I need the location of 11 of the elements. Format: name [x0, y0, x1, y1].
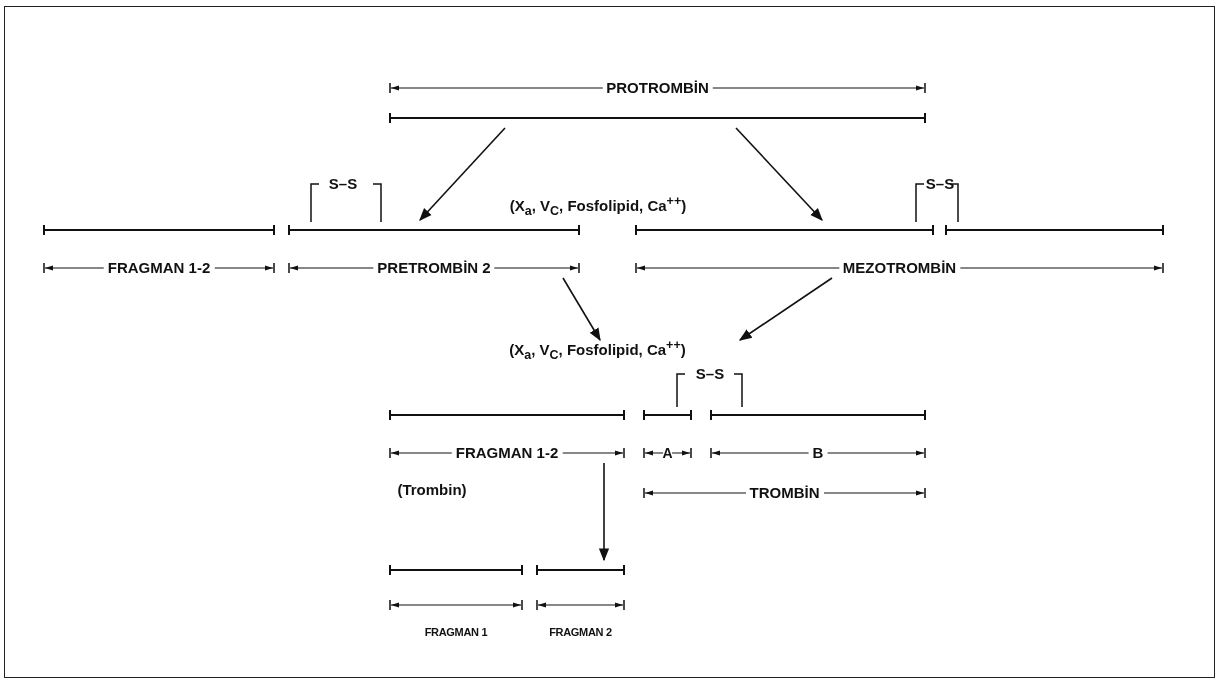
disulfide-label: S–S [925, 175, 955, 193]
arrow [562, 277, 601, 342]
cofactor-text: (X$_{a}$, V$_{C}$, Fosfolipid, Ca$^{++}$) [509, 337, 686, 364]
disulfide-label: S–S [328, 175, 358, 193]
arrow [738, 277, 833, 341]
disulfide-label: S–S [695, 365, 725, 383]
arrow [419, 127, 506, 221]
annotation-text: (Trombin) [397, 481, 467, 499]
arrow [598, 462, 610, 562]
annotation-text: (X$_{a}$, V$_{C}$, Fosfolipid, Ca$^{++}$) [509, 193, 687, 220]
arrow [735, 127, 823, 221]
